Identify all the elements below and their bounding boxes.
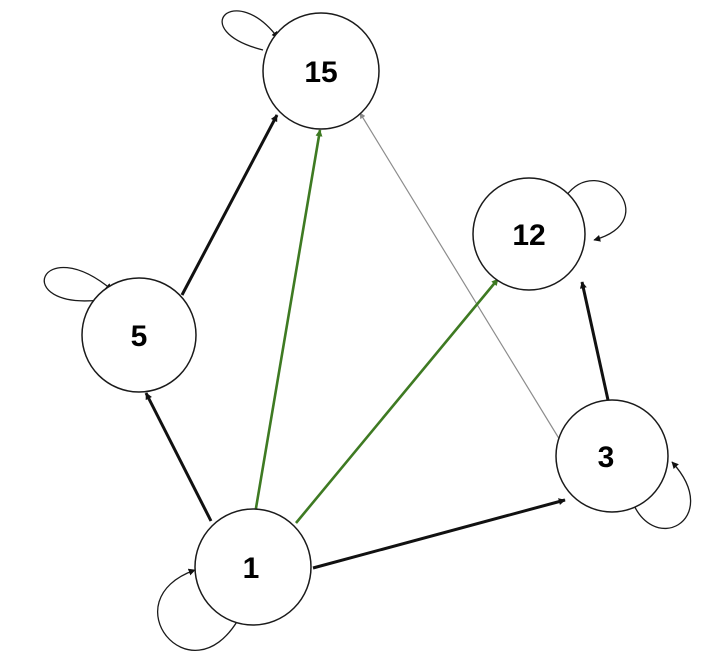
edge-3-to-15	[359, 112, 567, 451]
node-12-label: 12	[512, 219, 545, 252]
self-loop-3	[629, 461, 692, 530]
node-5[interactable]: 5	[81, 277, 197, 393]
node-1[interactable]: 1	[194, 508, 312, 626]
node-3-circle	[555, 399, 669, 513]
edges	[144, 112, 610, 570]
edge-3-to-12	[579, 281, 610, 401]
node-1-circle	[194, 508, 312, 626]
self-loop-1	[157, 568, 239, 652]
edge-5-to-15	[180, 114, 279, 296]
node-12[interactable]: 12	[472, 177, 586, 291]
node-15[interactable]: 15	[262, 12, 380, 130]
self-loop-15	[221, 10, 279, 51]
node-12-circle	[472, 177, 586, 291]
node-3[interactable]: 3	[555, 399, 669, 513]
node-5-circle	[81, 277, 197, 393]
node-1-label: 1	[243, 552, 260, 585]
node-3-label: 3	[598, 441, 615, 474]
self-loops	[43, 10, 692, 652]
node-15-label: 15	[304, 56, 337, 89]
node-15-circle	[262, 12, 380, 130]
edge-1-to-12	[294, 278, 500, 524]
self-loop-5	[43, 266, 113, 302]
self-loop-12	[565, 180, 627, 242]
node-5-label: 5	[131, 320, 148, 353]
edge-1-to-15	[253, 129, 323, 515]
edge-1-to-3	[312, 498, 566, 570]
edge-1-to-5	[144, 392, 213, 522]
